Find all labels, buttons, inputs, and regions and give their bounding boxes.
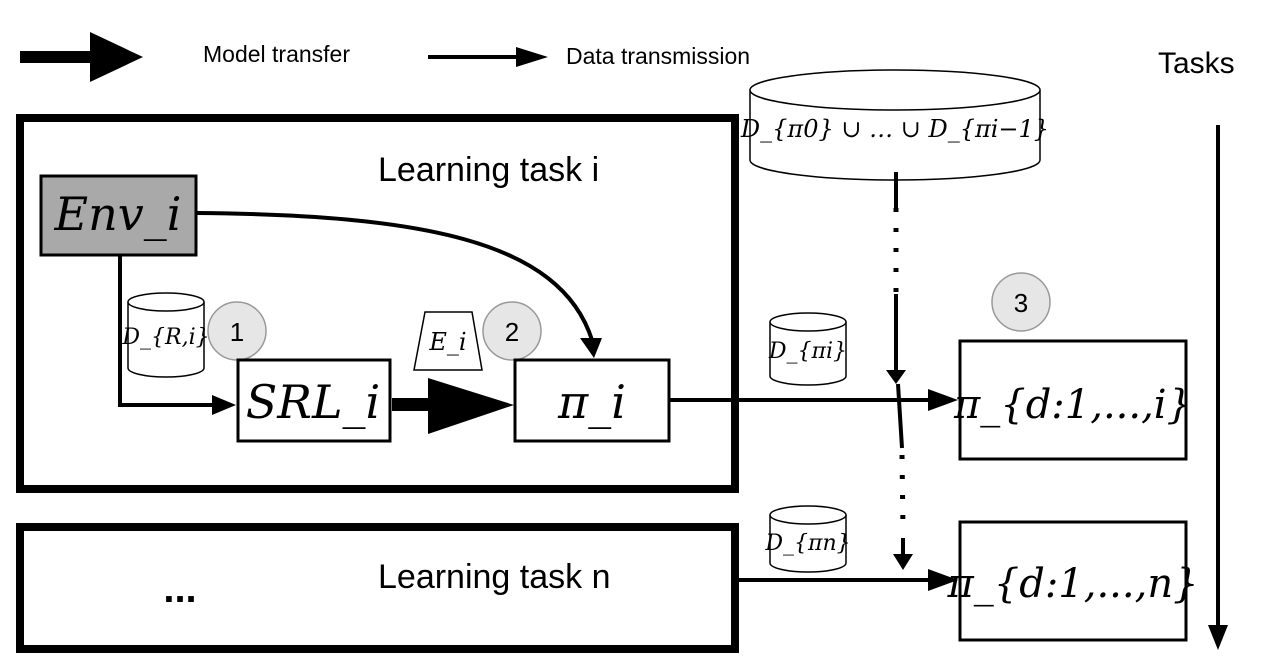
model-transfer-arrow — [392, 378, 514, 434]
step-1-badge: 1 — [207, 301, 267, 361]
distilled-policy-i-box: π_{d:1,...,i} — [953, 339, 1192, 461]
previous-data-line — [886, 172, 913, 570]
step-1-label: 1 — [230, 317, 244, 347]
data-r-label: D_{R,i} — [121, 325, 209, 350]
environment-box: Env_i — [39, 174, 198, 257]
data-pi-n-cylinder: D_{πn} — [764, 505, 851, 573]
learning-task-n-title: Learning task n — [378, 558, 611, 596]
data-transmission-arrow-icon — [428, 47, 548, 67]
encoder-label: E_i — [428, 328, 466, 356]
tasks-axis-arrow — [1208, 125, 1228, 650]
step-2-badge: 2 — [482, 301, 542, 361]
policy-label: π_i — [557, 375, 626, 429]
env-to-srl-arrow — [118, 255, 236, 415]
data-pi-n-label: D_{πn} — [764, 531, 850, 556]
step-3-label: 3 — [1014, 288, 1028, 318]
srl-box: SRL_i — [236, 358, 392, 443]
step-3-badge: 3 — [991, 272, 1051, 332]
env-to-policy-arrow — [195, 211, 602, 358]
distilled-policy-i-label: π_{d:1,...,i} — [953, 382, 1192, 428]
learning-task-i-title: Learning task i — [378, 151, 599, 189]
tasks-axis-label: Tasks — [1158, 47, 1235, 80]
legend-data-transmission-label: Data transmission — [566, 43, 750, 69]
dataset-union-cylinder: D_{π0} ∪ … ∪ D_{πi−1} — [740, 69, 1049, 181]
distilled-policy-n-box: π_{d:1,...,n} — [946, 520, 1199, 642]
learning-task-n-box: ... Learning task n — [16, 523, 739, 653]
dataset-union-label: D_{π0} ∪ … ∪ D_{πi−1} — [740, 115, 1049, 143]
environment-label: Env_i — [54, 187, 182, 241]
model-transfer-arrow-icon — [20, 32, 143, 82]
legend-model-transfer-label: Model transfer — [203, 41, 350, 67]
learning-task-n-ellipsis: ... — [163, 567, 196, 611]
data-r-cylinder: D_{R,i} — [121, 292, 210, 378]
distilled-policy-n-label: π_{d:1,...,n} — [946, 561, 1198, 607]
encoder-shape: E_i — [413, 311, 483, 371]
legend: Model transfer Data transmission — [20, 32, 750, 82]
learning-task-i-box: Learning task i — [16, 114, 739, 493]
data-pi-i-label: D_{πi} — [768, 339, 847, 364]
policy-box: π_i — [513, 358, 671, 443]
task-n-to-distilled-n-arrow — [739, 569, 958, 591]
srl-label: SRL_i — [246, 375, 380, 429]
policy-to-distilled-i-arrow — [669, 389, 958, 411]
data-pi-i-cylinder: D_{πi} — [768, 312, 847, 386]
step-2-label: 2 — [505, 317, 519, 347]
